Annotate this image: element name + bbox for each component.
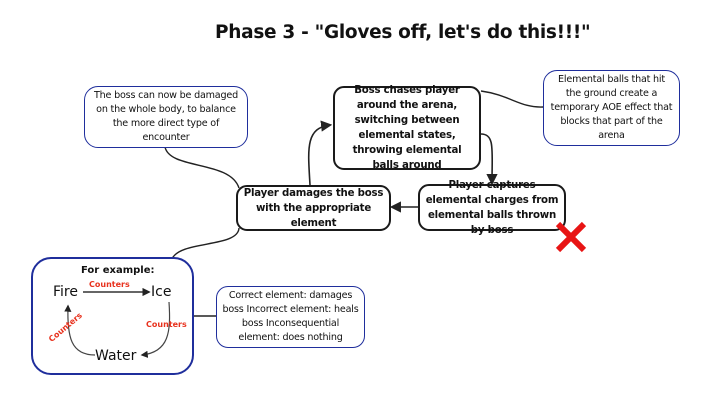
cross-icon [555,221,587,253]
node-player-damages-text: Player damages the boss with the appropr… [243,187,384,229]
counters-label-fire-ice: Counters [89,280,130,289]
arrow-damages-to-chases [307,120,333,186]
element-fire: Fire [53,284,78,300]
node-player-damages: Player damages the boss with the appropr… [236,185,391,231]
node-boss-chases-text: Boss chases player around the arena, swi… [352,85,462,171]
example-panel: For example: Fire Ice Water Counters Cou… [31,257,194,375]
note-whole-body: The boss can now be damaged on the whole… [84,86,248,148]
note-element-rules-text: Correct element: damages boss Incorrect … [222,290,359,343]
node-player-captures: Player captures elemental charges from e… [418,180,566,236]
note-aoe: Elemental balls that hit the ground crea… [543,70,680,146]
element-water: Water [95,348,137,364]
link-damages-to-example [171,227,240,260]
arrow-water-to-fire [64,304,96,356]
arrow-chases-to-captures [480,133,498,186]
link-chases-to-aoe [480,90,544,108]
link-note-to-damages [164,146,240,189]
page-title: Phase 3 - "Gloves off, let's do this!!!" [215,22,591,43]
node-boss-chases: Boss chases player around the arena, swi… [333,85,481,171]
example-arrows [64,287,171,358]
element-ice: Ice [151,284,172,300]
example-heading: For example: [81,265,155,276]
node-player-captures-text: Player captures elemental charges from e… [425,179,559,236]
arrow-ice-to-water [140,301,171,358]
note-element-rules: Correct element: damages boss Incorrect … [216,286,365,348]
note-aoe-text: Elemental balls that hit the ground crea… [550,74,673,141]
note-whole-body-text: The boss can now be damaged on the whole… [94,90,238,143]
counters-label-ice-water: Counters [146,320,187,329]
